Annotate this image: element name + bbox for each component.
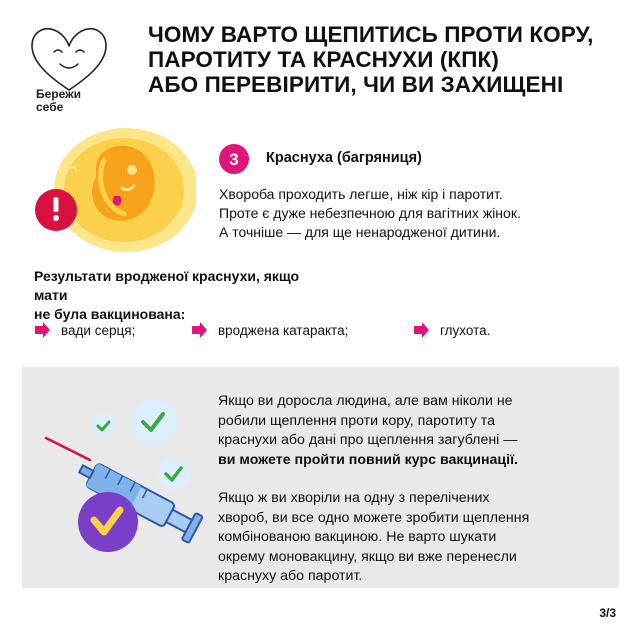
list-item-label: вроджена катаракта; [218, 322, 349, 338]
list-item: глухота. [412, 319, 490, 341]
list-item-label: вади серця; [61, 322, 136, 338]
results-title: Результати вродженої краснухи, якщо мати… [34, 267, 334, 324]
list-item: вади серця; [33, 319, 135, 341]
checkmark-icon [96, 420, 111, 432]
intro-line-1: Хвороба проходить легше, ніж кір і парот… [219, 186, 503, 202]
heart-face-logo-icon [31, 28, 107, 91]
logo-line-2: себе [36, 100, 64, 114]
section-intro: Хвороба проходить легше, ніж кір і парот… [219, 185, 609, 242]
results-title-line-2: не була вакцинована: [34, 306, 186, 322]
svg-text:3: 3 [229, 150, 238, 169]
arrow-bullet-icon [414, 322, 429, 338]
arrow-bullet-icon [35, 322, 50, 338]
panel-p1-line-2: робили щеплення проти кору, паротиту та [218, 412, 495, 429]
syringe-icon [44, 399, 204, 552]
panel-p2-line-4: окрему моновакцину, якщо ви вже перенесл… [218, 548, 517, 565]
checkmark-icon [90, 506, 124, 536]
arrow-bullet-icon [192, 322, 207, 338]
list-item: вроджена катаракта; [190, 319, 348, 341]
panel-text: Якщо ви доросла людина, але вам ніколи н… [218, 392, 613, 587]
checkmark-icon [141, 412, 165, 432]
number-badge-icon: 3 [219, 144, 249, 174]
list-item-label: глухота. [440, 322, 491, 338]
panel-p2-line-3: комбінованою вакциною. Не варто шукати [218, 529, 497, 545]
page-number: 3/3 [599, 606, 616, 620]
results-title-line-1: Результати вродженої краснухи, якщо мати [34, 268, 300, 303]
title-line-2: ПАРОТИТУ ТА КРАСНУХИ (КПК) [148, 47, 499, 72]
title-line-1: ЧОМУ ВАРТО ЩЕПИТИСЬ ПРОТИ КОРУ, [148, 22, 594, 47]
logo-line-1: Бережи [36, 87, 82, 101]
title-line-3: АБО ПЕРЕВІРИТИ, ЧИ ВИ ЗАХИЩЕНІ [148, 72, 564, 97]
panel-p1-bold: ви можете пройти повний курс вакцинації. [218, 451, 519, 468]
checkmark-icon [164, 466, 183, 482]
panel-p1-line-1: Якщо ви доросла людина, але вам ніколи н… [218, 393, 513, 409]
panel-p1-line-3: краснухи або дані про щеплення загублені… [218, 432, 518, 448]
panel-p2-line-5: краснуху або паротит. [218, 568, 363, 584]
panel-p2-line-1: Якщо ж ви хворіли на одну з перелічених [218, 490, 490, 506]
embryo-illustration [35, 128, 196, 252]
panel-p2-line-2: хвороб, ви все одно можете зробити щепле… [218, 509, 530, 526]
page-title: ЧОМУ ВАРТО ЩЕПИТИСЬ ПРОТИ КОРУ, ПАРОТИТУ… [148, 22, 618, 97]
section-title: Краснуха (багряниця) [266, 150, 422, 166]
logo-text: Бережи себе [36, 88, 81, 114]
intro-line-2: Проте є дуже небезпечною для вагітних жі… [219, 205, 521, 221]
intro-line-3: А точніше — для ще ненародженої дитини. [219, 224, 501, 240]
